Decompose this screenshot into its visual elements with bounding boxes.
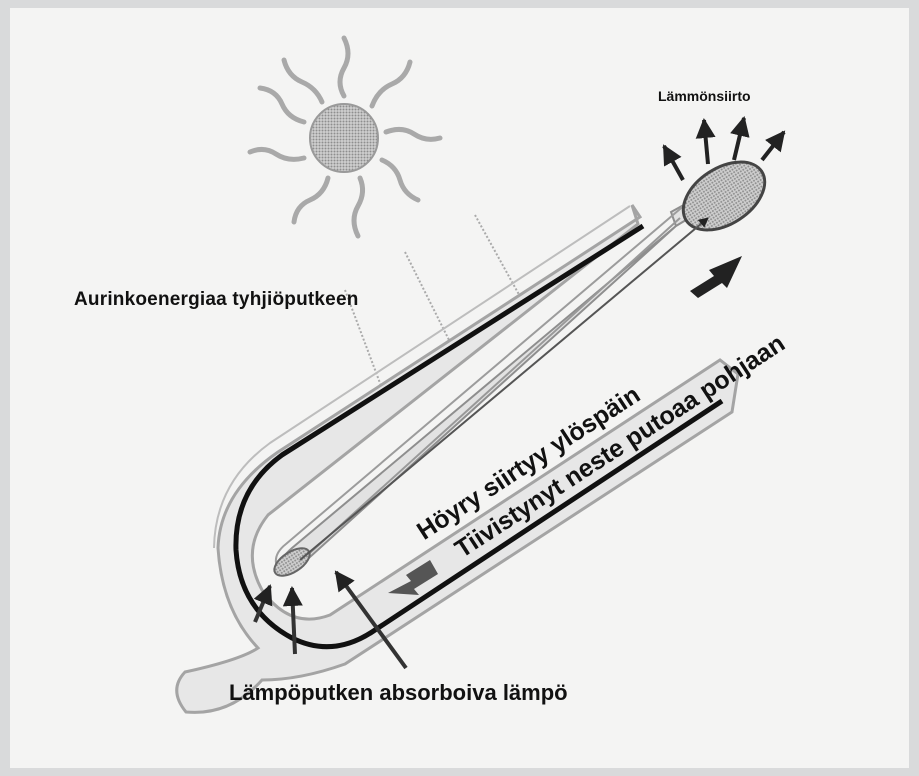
absorbed-heat-label: Lämpöputken absorboiva lämpö — [229, 680, 568, 706]
heat-transfer-label: Lämmönsiirto — [658, 88, 751, 104]
vacuum-tube — [177, 205, 738, 712]
sun-icon — [250, 38, 440, 236]
solar-energy-label: Aurinkoenergiaa tyhjiöputkeen — [74, 289, 359, 311]
